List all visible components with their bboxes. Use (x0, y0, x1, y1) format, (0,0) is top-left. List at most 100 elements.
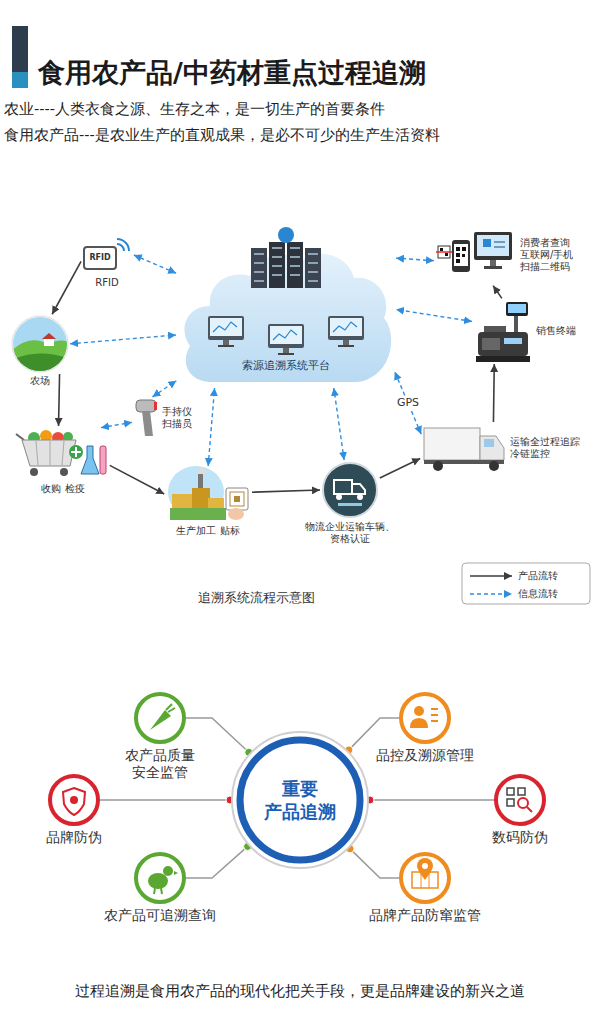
ring-outline (232, 732, 368, 868)
legend-frame (462, 563, 590, 604)
sales-terminal-icon (482, 338, 500, 350)
header-bar (12, 26, 28, 72)
rfid-icon (84, 239, 129, 269)
traceable-query-icon (163, 866, 173, 876)
truck-icon (480, 436, 504, 460)
server-rack (305, 248, 321, 288)
legend-text: 信息流转 (518, 588, 558, 599)
figure-caption: 追溯系统流程示意图 (198, 590, 315, 606)
feature-label: 农产品可追溯查询 (104, 907, 216, 924)
consumer-query-icon (454, 244, 468, 266)
product-flow-arrow (493, 286, 502, 299)
consumer-query-icon (436, 232, 512, 272)
quality-icon (136, 694, 184, 742)
logistics-icon (336, 494, 342, 500)
spoke-line (370, 799, 494, 801)
traceable-query-icon (148, 873, 168, 889)
monitor (218, 345, 234, 347)
handheld-scanner-icon (136, 400, 157, 436)
rfid-icon (117, 244, 124, 251)
info-flow-arrow (134, 255, 176, 273)
logistics-icon (352, 484, 365, 494)
factory-icon (234, 496, 240, 502)
handheld-scanner-icon (154, 402, 157, 410)
monitor (208, 316, 244, 347)
monitor (208, 316, 244, 340)
traceable-query-icon (136, 854, 184, 902)
factory-icon (172, 494, 194, 510)
station-label: 消费者查询 互联网/手机 扫描二维码 (520, 237, 580, 273)
anti-diversion-icon (417, 858, 433, 880)
digital-code-icon (507, 799, 514, 806)
consumer-query-icon (484, 266, 502, 269)
server-rack (308, 262, 318, 264)
info-flow-arrow (396, 310, 472, 322)
station-label: 收购 检疫 (41, 483, 84, 495)
server-rack (305, 248, 321, 288)
core-circle: 重要 产品追溯 (230, 730, 370, 870)
truck-icon (489, 461, 499, 471)
farm-icon (12, 316, 68, 372)
digital-code-icon (496, 776, 544, 824)
monitor (268, 324, 304, 348)
quality-control-icon (431, 708, 438, 710)
traceable-query-icon (154, 888, 155, 894)
legend-sample (470, 576, 512, 577)
ring-outline (240, 740, 360, 860)
monitor (328, 316, 364, 347)
farm-icon (12, 316, 68, 372)
quality-control-icon (401, 694, 449, 742)
server-rack (290, 247, 300, 249)
cart-inspection-icon (36, 441, 38, 465)
station-label: 农场 (30, 375, 50, 387)
brand-shield-icon (63, 788, 85, 815)
monitor (273, 330, 297, 340)
product-flow-arrow (59, 374, 60, 426)
server-rack (251, 248, 267, 288)
server-rack (251, 248, 267, 288)
brand-shield-icon (70, 796, 78, 804)
server-rack (254, 280, 264, 282)
anti-diversion-icon (422, 863, 428, 869)
server-rack (269, 242, 285, 288)
monitor (333, 322, 357, 332)
station-label: 手持仪 扫描员 (162, 406, 198, 430)
legend-line (470, 575, 512, 577)
consumer-query-icon (445, 253, 448, 256)
feature-label: 品牌防伪 (46, 829, 102, 846)
feature-circle: 品牌产品防窜监管 (399, 852, 451, 904)
page-title: 食用农产品/中药材重点过程追溯 (38, 57, 426, 89)
cart-inspection-icon (69, 445, 83, 459)
traceable-query-icon (161, 888, 162, 894)
cart-inspection-icon (60, 468, 68, 476)
digital-code-icon (518, 788, 525, 795)
consumer-query-icon (462, 247, 466, 251)
info-flow-arrow (208, 388, 214, 466)
processing-station: 生产加工 贴标 (166, 468, 250, 522)
sales-terminal-icon (476, 356, 530, 362)
transport-station: 运输全过程追踪 冷链监控 (422, 424, 506, 472)
monitor (283, 348, 289, 353)
truck-icon (433, 461, 443, 471)
server-rack (290, 265, 300, 267)
platform-label: 索源追溯系统平台 (242, 359, 330, 372)
sales-terminal-icon (476, 302, 530, 362)
factory-icon (192, 488, 210, 510)
monitor (330, 318, 362, 336)
edge-label: GPS (395, 396, 421, 409)
consumer-query-icon (440, 248, 443, 251)
consumer-query-station: 消费者查询 互联网/手机 扫描二维码 (436, 226, 516, 284)
logistics-station: 物流企业运输车辆、 资格认证 (322, 462, 378, 518)
scanner-station: 手持仪 扫描员 (134, 398, 158, 438)
factory-icon (228, 508, 244, 520)
info-flow-arrow (395, 372, 421, 434)
feature-circle: 数码防伪 (494, 774, 546, 826)
traceable-query-icon (136, 854, 184, 902)
sales-terminal-icon (508, 304, 526, 313)
rfid-icon (84, 247, 116, 269)
sales-terminal-icon (506, 302, 528, 316)
cart-inspection-icon (16, 430, 106, 476)
feature-label: 数码防伪 (492, 829, 548, 846)
sales-terminal-icon (504, 338, 522, 344)
note-text: 食用农产品---是农业生产的直观成果，是必不可少的生产生活资料 (4, 127, 440, 144)
